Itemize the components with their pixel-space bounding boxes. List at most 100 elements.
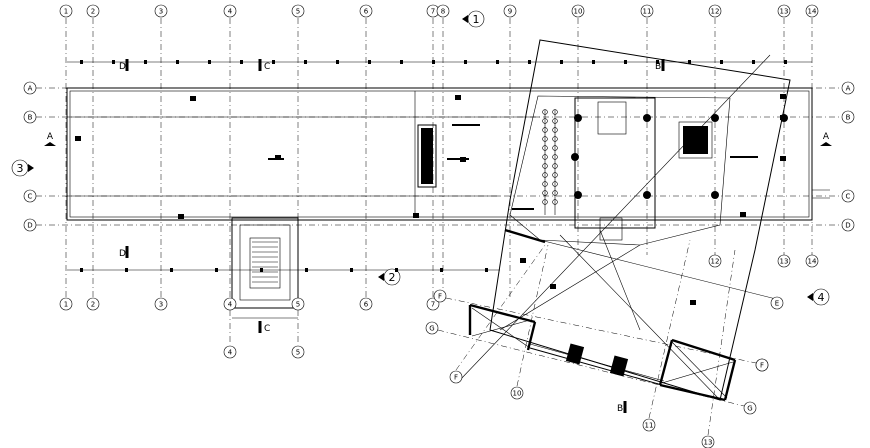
seat-symbol (552, 154, 558, 160)
seat-symbol (542, 145, 548, 151)
seat-symbol (552, 190, 558, 196)
dimension-tick (112, 60, 115, 64)
structural-column (711, 191, 719, 199)
dimension-tick (656, 60, 659, 64)
svg-text:3: 3 (17, 162, 24, 175)
detail-symbol (520, 258, 526, 263)
building-walls (66, 39, 830, 402)
svg-text:1: 1 (64, 8, 68, 16)
svg-text:1: 1 (473, 13, 480, 26)
section-mark-d-top: D (119, 59, 129, 72)
dimension-tick (215, 268, 218, 272)
grid-rot-right-E: E (770, 296, 784, 310)
seat-symbol (542, 181, 548, 187)
grid-col-top-12: 12 (708, 4, 722, 18)
dimension-tick (176, 60, 179, 64)
svg-text:C: C (28, 193, 33, 201)
dimension-tick (144, 60, 147, 64)
svg-text:A: A (846, 85, 851, 93)
structural-column (574, 191, 582, 199)
seat-symbol (552, 199, 558, 205)
svg-text:C: C (846, 193, 851, 201)
grid-rot-left-G: G (425, 321, 439, 335)
svg-text:2: 2 (389, 271, 396, 284)
elevation-mark-1: 1 (462, 10, 485, 28)
seat-symbol (542, 127, 548, 133)
grid-rot-right-G: G (743, 401, 757, 415)
dimension-tick (440, 268, 443, 272)
grid-rot-mid-14: 14 (805, 254, 819, 268)
grid-row-left-A: A (23, 81, 37, 95)
grid-row-right-B: B (841, 110, 855, 124)
seat-symbol (552, 145, 558, 151)
section-mark-b-bottom: B (617, 401, 627, 414)
detail-symbol (452, 124, 480, 126)
dimension-tick (125, 268, 128, 272)
detail-symbol (455, 95, 461, 100)
detail-symbol (740, 212, 746, 217)
detail-symbol (190, 96, 196, 101)
svg-text:C: C (264, 62, 270, 72)
grid-row-left-B: B (23, 110, 37, 124)
section-mark-c-top: C (258, 59, 270, 72)
seat-symbol (542, 172, 548, 178)
dimension-tick (485, 268, 488, 272)
grid-rot-bottom-13: 13 (701, 435, 715, 448)
svg-text:E: E (775, 300, 779, 308)
detail-symbol (447, 158, 469, 160)
svg-text:2: 2 (91, 301, 95, 309)
seat-symbol (552, 109, 558, 115)
seat-symbol (552, 136, 558, 142)
grid-col-top-13: 13 (777, 4, 791, 18)
structural-column (574, 114, 582, 122)
grid-col-top-9: 9 (503, 4, 517, 18)
dimension-tick (624, 60, 627, 64)
svg-text:3: 3 (159, 301, 163, 309)
detail-symbol (550, 284, 556, 289)
detail-symbol (275, 155, 281, 160)
grid-col-bottom-2: 2 (86, 297, 100, 311)
dimension-tick (304, 60, 307, 64)
svg-text:5: 5 (296, 8, 300, 16)
seat-symbol (542, 118, 548, 124)
grid-rot-right-F-2: F (755, 358, 769, 372)
seat-symbol (552, 163, 558, 169)
detail-symbol (780, 94, 786, 99)
grid-row-left-C: C (23, 189, 37, 203)
detail-symbol (780, 156, 786, 161)
svg-text:B: B (655, 62, 661, 72)
grid-rot-mid-13: 13 (777, 254, 791, 268)
dimension-tick (688, 60, 691, 64)
svg-text:3: 3 (159, 8, 163, 16)
svg-text:C: C (264, 324, 270, 334)
dimension-tick (400, 60, 403, 64)
svg-text:F: F (438, 293, 442, 301)
grid-col-top-7: 7 (426, 4, 440, 18)
svg-text:6: 6 (364, 8, 369, 16)
dimension-tick (208, 60, 211, 64)
grid-col-stair-4: 4 (223, 345, 237, 359)
svg-text:1: 1 (64, 301, 68, 309)
seat-symbol (552, 127, 558, 133)
grid-col-top-14: 14 (805, 4, 819, 18)
svg-text:A: A (28, 85, 33, 93)
svg-text:B: B (846, 114, 851, 122)
seat-symbol (552, 118, 558, 124)
svg-text:11: 11 (645, 422, 654, 430)
seat-symbol (542, 109, 548, 115)
grid-col-top-2: 2 (86, 4, 100, 18)
dimension-tick (80, 60, 83, 64)
grid-rot-bottom-11: 11 (642, 418, 656, 432)
svg-text:D: D (845, 222, 850, 230)
grid-col-top-8: 8 (436, 4, 450, 18)
grid-col-top-1: 1 (59, 4, 73, 18)
detail-symbol (730, 156, 758, 158)
grid-col-bottom-7: 7 (426, 297, 440, 311)
seat-symbol (552, 181, 558, 187)
svg-text:G: G (747, 405, 752, 413)
dimension-tick (260, 268, 263, 272)
structural-column (711, 114, 719, 122)
dimension-tick (305, 268, 308, 272)
grid-col-top-3: 3 (154, 4, 168, 18)
